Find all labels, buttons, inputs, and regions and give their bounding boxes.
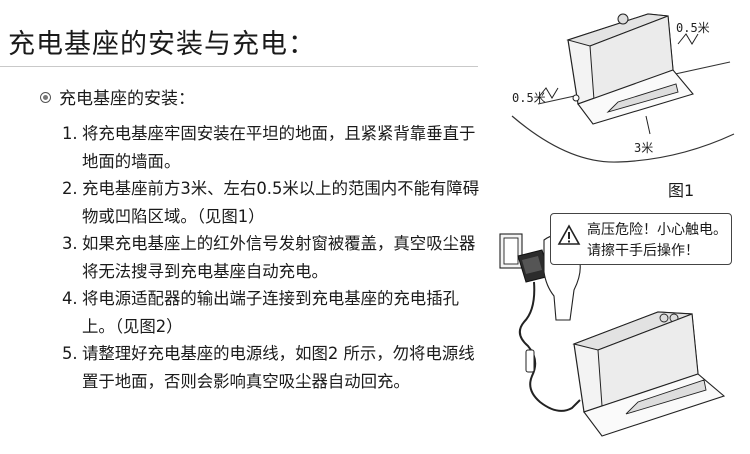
bullet-icon bbox=[40, 91, 51, 103]
step-text: 如果充电基座上的红外信号发射窗被覆盖，真空吸尘器将无法搜寻到充电基座自动充电。 bbox=[82, 234, 476, 281]
figure-1-illustration: 0.5米 0.5米 3米 bbox=[498, 4, 738, 174]
instruction-list: 1.将充电基座牢固安装在平坦的地面，且紧紧背靠垂直于地面的墙面。 2.充电基座前… bbox=[62, 120, 482, 395]
instruction-item: 2.充电基座前方3米、左右0.5米以上的范围内不能有障碍物或凹陷区域。（见图1） bbox=[62, 175, 482, 230]
dim-right-zigzag bbox=[677, 33, 699, 45]
dim-left-label: 0.5米 bbox=[512, 91, 546, 105]
warning-icon bbox=[557, 224, 581, 245]
warning-line-2: 请擦干手后操作！ bbox=[587, 243, 699, 259]
instruction-item: 3.如果充电基座上的红外信号发射窗被覆盖，真空吸尘器将无法搜寻到充电基座自动充电… bbox=[62, 230, 482, 285]
wall-outlet bbox=[499, 233, 523, 269]
step-number: 5. bbox=[62, 344, 78, 363]
step-text: 将电源适配器的输出端子连接到充电基座的充电插孔上。（见图2） bbox=[82, 289, 459, 336]
dim-right-label: 0.5米 bbox=[676, 21, 710, 35]
step-text: 充电基座前方3米、左右0.5米以上的范围内不能有障碍物或凹陷区域。（见图1） bbox=[82, 179, 480, 226]
step-text: 请整理好充电基座的电源线，如图2 所示，勿将电源线置于地面，否则会影响真空吸尘器… bbox=[82, 344, 475, 391]
step-number: 1. bbox=[62, 124, 78, 143]
power-cable bbox=[518, 281, 581, 412]
dim-left-zigzag bbox=[537, 87, 559, 99]
dim-front-label: 3米 bbox=[634, 141, 653, 155]
title-divider bbox=[0, 66, 478, 67]
section-heading: 充电基座的安装： bbox=[40, 84, 195, 109]
warning-callout: 高压危险！小心触电。 请擦干手后操作！ bbox=[550, 213, 732, 265]
instruction-item: 1.将充电基座牢固安装在平坦的地面，且紧紧背靠垂直于地面的墙面。 bbox=[62, 120, 482, 175]
charging-dock bbox=[566, 13, 694, 125]
step-number: 2. bbox=[62, 179, 78, 198]
dim-front-line bbox=[645, 115, 651, 135]
warning-line-1: 高压危险！小心触电。 bbox=[587, 222, 727, 238]
floor-arc bbox=[511, 115, 735, 163]
step-number: 3. bbox=[62, 234, 78, 253]
cable-clip bbox=[525, 349, 535, 373]
section-label: 充电基座的安装： bbox=[59, 89, 195, 109]
figure-1-caption: 图1 bbox=[668, 181, 695, 200]
step-number: 4. bbox=[62, 289, 78, 308]
charging-dock bbox=[572, 311, 726, 437]
page-title: 充电基座的安装与充电： bbox=[8, 29, 316, 60]
step-text: 将充电基座牢固安装在平坦的地面，且紧紧背靠垂直于地面的墙面。 bbox=[82, 124, 476, 171]
instruction-item: 5.请整理好充电基座的电源线，如图2 所示，勿将电源线置于地面，否则会影响真空吸… bbox=[62, 340, 482, 395]
instruction-item: 4.将电源适配器的输出端子连接到充电基座的充电插孔上。（见图2） bbox=[62, 285, 482, 340]
